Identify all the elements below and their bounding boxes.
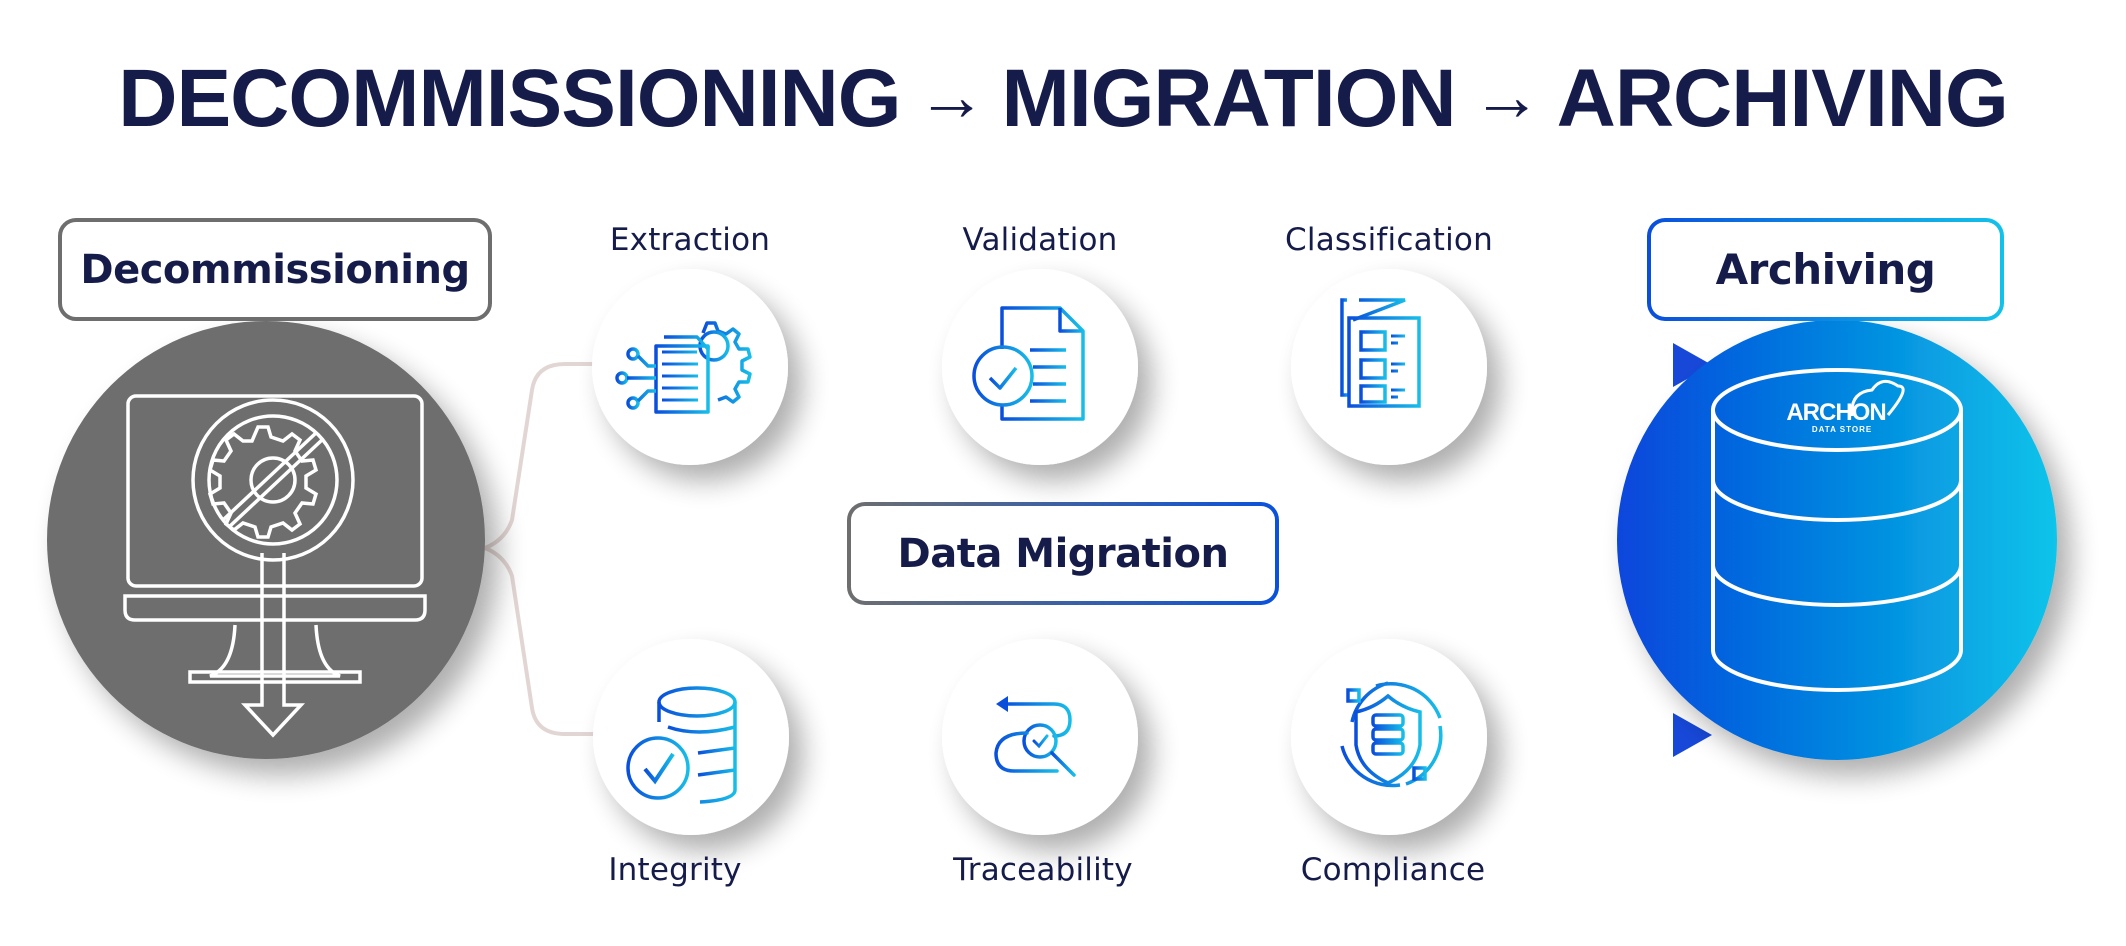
step-label-classification: Classification <box>1285 222 1493 258</box>
document-gear-extraction-icon <box>615 321 752 414</box>
archiving-circle <box>1617 320 2057 760</box>
decommissioning-label: Decommissioning <box>80 246 470 293</box>
archiving-label-box: Archiving <box>1647 218 2004 321</box>
path-search-traceability-icon <box>994 696 1076 777</box>
document-check-validation-icon <box>972 306 1085 421</box>
monitor-decommission-icon <box>123 394 427 738</box>
archon-logo-text: ARCHON <box>1786 399 1885 426</box>
shield-server-compliance-icon <box>1340 681 1443 788</box>
decommissioning-circle <box>47 321 485 759</box>
archiving-label: Archiving <box>1715 245 1936 294</box>
page-title: DECOMMISSIONING→MIGRATION→ARCHIVING <box>0 52 2126 146</box>
arrowhead-top <box>1673 343 1712 387</box>
data-migration-label-box: Data Migration <box>847 502 1279 605</box>
decommissioning-label-box: Decommissioning <box>58 218 492 321</box>
step-label-extraction: Extraction <box>609 222 771 258</box>
arrowhead-bottom <box>1673 713 1712 757</box>
step-label-integrity: Integrity <box>608 852 742 888</box>
title-arrow-2: → <box>1471 57 1542 135</box>
step-circle-classification <box>1291 269 1487 465</box>
step-label-compliance: Compliance <box>1300 852 1486 888</box>
database-check-integrity-icon <box>626 686 737 804</box>
step-label-validation: Validation <box>962 222 1118 258</box>
checklist-classification-icon <box>1340 298 1421 408</box>
title-arrow-1: → <box>916 57 987 135</box>
title-archiving: ARCHIVING <box>1556 53 2009 144</box>
database-icon <box>1711 368 1963 692</box>
step-circle-traceability <box>942 639 1138 835</box>
step-circle-extraction <box>592 269 788 465</box>
step-circle-compliance <box>1291 639 1487 835</box>
archon-logo-subtext: DATA STORE <box>1812 425 1872 434</box>
step-label-traceability: Traceability <box>953 852 1133 888</box>
connector-brace <box>484 362 600 736</box>
title-migration: MIGRATION <box>1001 53 1457 144</box>
data-migration-label: Data Migration <box>897 530 1229 577</box>
step-circle-integrity <box>593 639 789 835</box>
archon-logo: ARCHON DATA STORE <box>1786 379 1905 434</box>
title-decommissioning: DECOMMISSIONING <box>118 53 901 144</box>
